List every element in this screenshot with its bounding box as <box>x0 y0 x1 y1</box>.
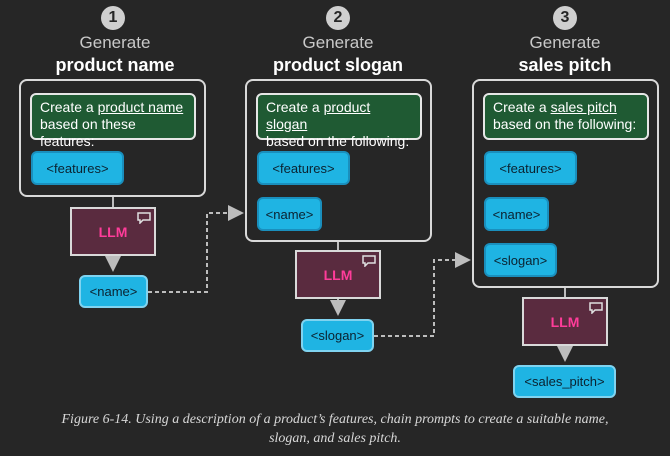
step-3-llm-box: LLM <box>522 297 608 346</box>
step-3-prompt-pre: Create a <box>493 99 551 115</box>
step-2-heading: Generate product slogan <box>255 32 421 76</box>
step-2-output-slogan: <slogan> <box>301 319 374 352</box>
step-3-prompt-panel <box>472 79 659 288</box>
step-1-prompt-panel <box>19 79 206 197</box>
dashed-name-to-panel2 <box>148 205 244 293</box>
step-2-prompt-panel <box>245 79 432 242</box>
step-1-prompt-post: based on these features: <box>40 116 136 149</box>
figure-caption-line1: Figure 6-14. Using a description of a pr… <box>61 412 609 427</box>
step-3-input-features: <features> <box>484 151 577 185</box>
step-1-input-features: <features> <box>31 151 124 185</box>
step-3-llm-label: LLM <box>550 313 580 330</box>
step-1-llm-label: LLM <box>98 223 128 240</box>
chat-bubble-icon <box>362 255 376 267</box>
step-1-heading-line1: Generate <box>79 33 151 52</box>
step-1-output-name: <name> <box>79 275 148 308</box>
step-2-heading-line1: Generate <box>302 33 374 52</box>
step-3-prompt-post: based on the following: <box>493 116 637 132</box>
step-2-prompt-term: product slogan <box>266 99 371 132</box>
step-2-input-features: <features> <box>257 151 350 185</box>
dashed-slogan-to-panel3 <box>374 252 471 337</box>
step-3-prompt-text: Create a sales pitch based on the follow… <box>483 93 649 140</box>
step-2-llm-label: LLM <box>323 266 353 283</box>
step-1-heading-line2: product name <box>55 55 175 75</box>
step-3-prompt-term: sales pitch <box>550 99 617 115</box>
step-number-2: 2 <box>326 6 350 30</box>
chat-bubble-icon <box>589 302 603 314</box>
step-2-llm-box: LLM <box>295 250 381 299</box>
figure-caption-line2: slogan, and sales pitch. <box>269 431 401 446</box>
step-3-output-sales-pitch: <sales_pitch> <box>513 365 616 398</box>
figure-caption: Figure 6-14. Using a description of a pr… <box>0 410 670 448</box>
step-2-prompt-pre: Create a <box>266 99 324 115</box>
step-3-heading: Generate sales pitch <box>490 32 640 76</box>
step-3-input-slogan: <slogan> <box>484 243 557 277</box>
step-number-1: 1 <box>101 6 125 30</box>
step-1-prompt-pre: Create a <box>40 99 98 115</box>
step-2-heading-line2: product slogan <box>273 55 403 75</box>
step-1-llm-box: LLM <box>70 207 156 256</box>
step-1-prompt-text: Create a product name based on these fea… <box>30 93 196 149</box>
step-3-heading-line1: Generate <box>529 33 601 52</box>
step-1-prompt-term: product name <box>97 99 184 115</box>
step-1-heading: Generate product name <box>40 32 190 76</box>
step-2-input-name: <name> <box>257 197 322 231</box>
chat-bubble-icon <box>137 212 151 224</box>
step-3-heading-line2: sales pitch <box>518 55 612 75</box>
step-3-input-name: <name> <box>484 197 549 231</box>
step-2-prompt-post: based on the following: <box>266 133 410 149</box>
step-2-prompt-text: Create a product slogan based on the fol… <box>256 93 422 149</box>
step-number-3: 3 <box>553 6 577 30</box>
